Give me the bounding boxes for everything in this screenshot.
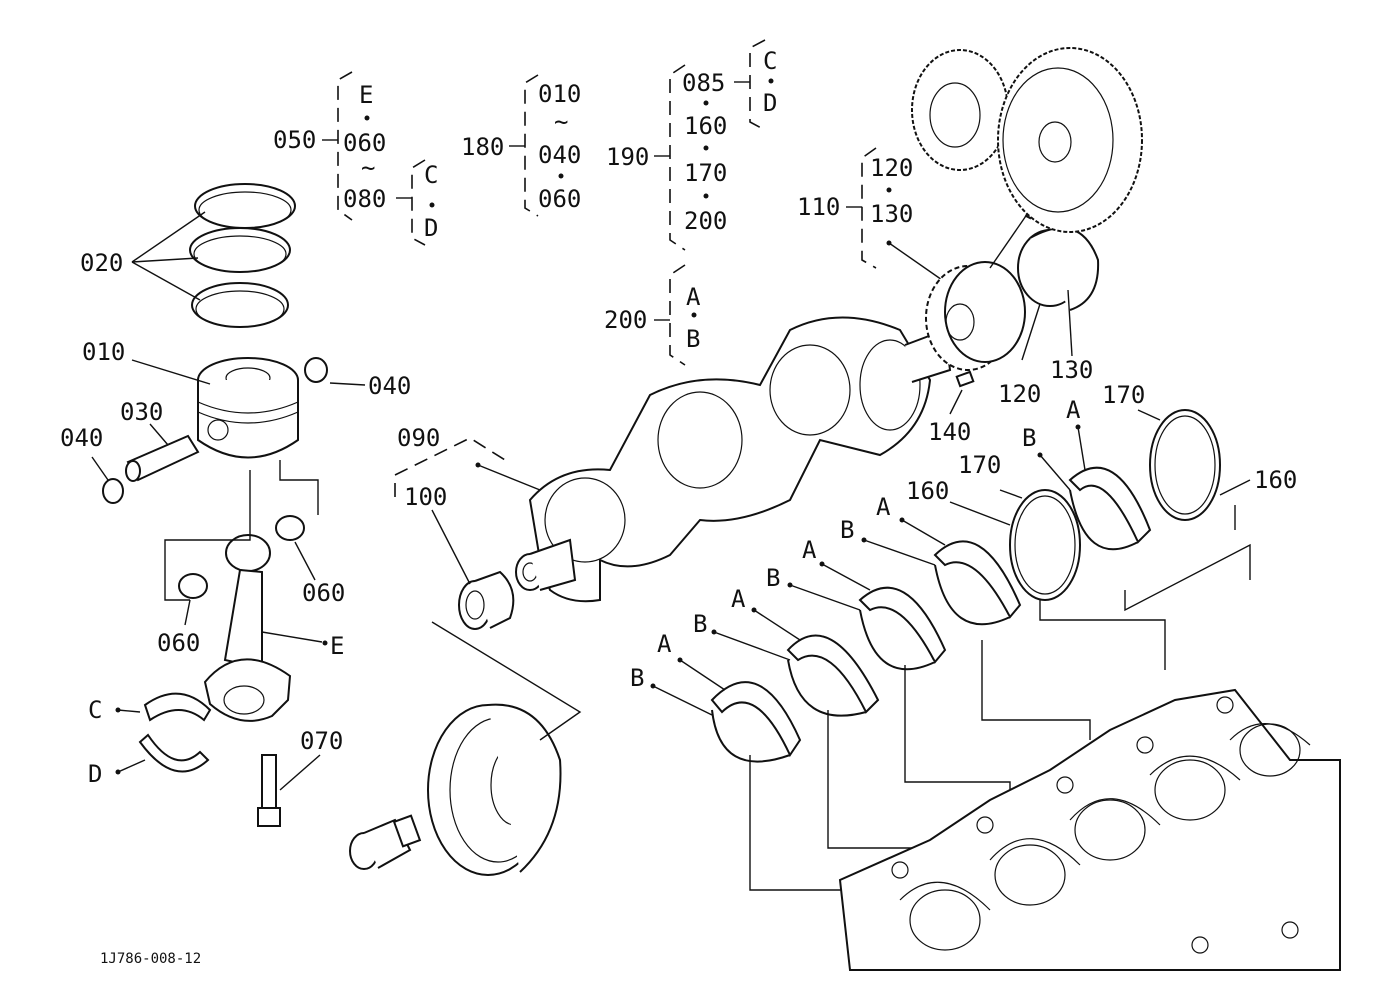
label-160-upper: 160 xyxy=(1254,466,1297,494)
label-120-group: 120 xyxy=(870,154,913,182)
label-190: 190 xyxy=(606,143,649,171)
label-C-rod: C xyxy=(88,696,102,724)
crank-gear xyxy=(925,261,1026,371)
label-170-upper: 170 xyxy=(1102,381,1145,409)
label-A-bearing2: A xyxy=(731,585,746,613)
bushing-left xyxy=(178,573,208,599)
label-A-bearing3: A xyxy=(802,536,817,564)
snap-ring-left xyxy=(102,478,124,504)
label-070: 070 xyxy=(300,727,343,755)
piston-rings xyxy=(189,183,296,328)
label-040-left: 040 xyxy=(60,424,103,452)
snap-ring-right xyxy=(304,357,328,383)
label-tilde-180: ~ xyxy=(554,108,568,136)
thrust-sleeve xyxy=(1017,227,1100,311)
label-A-bearing4: A xyxy=(876,493,891,521)
label-140: 140 xyxy=(928,418,971,446)
crankpin-bearing-upper xyxy=(143,692,212,722)
label-010-group: 010 xyxy=(538,80,581,108)
label-080: 080 xyxy=(343,185,386,213)
label-170-lower: 170 xyxy=(958,451,1001,479)
label-C-group2: C xyxy=(763,47,777,75)
label-E-rod: E xyxy=(330,632,344,660)
label-B-bearing3: B xyxy=(766,564,780,592)
label-C-group1: C xyxy=(424,161,438,189)
label-040-right: 040 xyxy=(368,372,411,400)
crank-key xyxy=(955,370,975,388)
piston xyxy=(197,357,299,459)
label-060-right: 060 xyxy=(302,579,345,607)
label-A-bearing5: A xyxy=(1066,396,1081,424)
label-160-lower: 160 xyxy=(906,477,949,505)
label-120: 120 xyxy=(998,380,1041,408)
crank-pulley xyxy=(427,703,562,876)
label-060-left: 060 xyxy=(157,629,200,657)
cylinder-block xyxy=(838,688,1341,971)
label-130-group: 130 xyxy=(870,200,913,228)
thrust-washer-upper xyxy=(1149,409,1221,521)
pulley-bolt xyxy=(349,814,422,870)
label-A-bearing1: A xyxy=(657,630,672,658)
label-tilde-050: ~ xyxy=(361,154,375,182)
thrust-washer-lower xyxy=(1009,489,1081,601)
label-100: 100 xyxy=(404,483,447,511)
label-D-rod: D xyxy=(88,760,102,788)
label-180: 180 xyxy=(461,133,504,161)
label-D-group1: D xyxy=(424,214,438,242)
label-200: 200 xyxy=(604,306,647,334)
main-bearings xyxy=(710,466,1152,763)
label-160-group: 160 xyxy=(684,112,727,140)
label-060-group: 060 xyxy=(343,129,386,157)
label-200-group: 200 xyxy=(684,207,727,235)
label-B-bearing1: B xyxy=(630,664,644,692)
label-A-group: A xyxy=(686,283,701,311)
label-B-bearing5: B xyxy=(1022,424,1036,452)
crankpin-bearing-lower xyxy=(138,733,210,773)
label-B-group: B xyxy=(686,325,700,353)
label-B-bearing4: B xyxy=(840,516,854,544)
label-B-bearing2: B xyxy=(693,610,707,638)
connecting-rod xyxy=(203,534,292,722)
label-060-group2: 060 xyxy=(538,185,581,213)
piston-pin xyxy=(125,434,200,482)
pilot-bearing xyxy=(458,570,515,630)
bushing-right xyxy=(275,515,305,541)
label-D-group2: D xyxy=(763,89,777,117)
rod-bolt xyxy=(257,754,281,827)
crankshaft xyxy=(515,316,952,603)
label-040-group: 040 xyxy=(538,141,581,169)
label-020: 020 xyxy=(80,249,123,277)
figure-code: 1J786-008-12 xyxy=(100,951,201,967)
idle-gears xyxy=(911,47,1143,233)
label-E-group: E xyxy=(359,81,373,109)
label-010: 010 xyxy=(82,338,125,366)
label-110: 110 xyxy=(797,193,840,221)
label-090: 090 xyxy=(397,424,440,452)
label-085: 085 xyxy=(682,69,725,97)
label-130: 130 xyxy=(1050,356,1093,384)
label-030: 030 xyxy=(120,398,163,426)
label-170-group: 170 xyxy=(684,159,727,187)
label-050: 050 xyxy=(273,126,316,154)
